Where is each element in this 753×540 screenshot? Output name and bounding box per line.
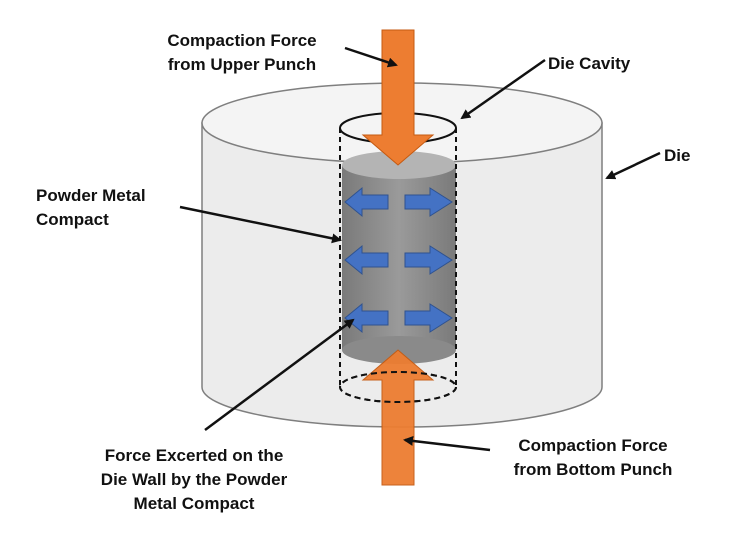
wall-force-label: Force Excerted on the Die Wall by the Po… <box>74 444 314 516</box>
upper-punch-arrow <box>361 29 435 166</box>
die-label-text: Die <box>664 146 691 165</box>
leader-lines <box>179 46 661 452</box>
compact-label-line1: Powder Metal <box>36 186 146 205</box>
wall-force-label-line1: Force Excerted on the <box>104 446 284 465</box>
leader-upper-force <box>344 46 398 68</box>
upper-force-label-line1: Compaction Force <box>167 31 317 50</box>
die-cavity-label: Die Cavity <box>548 52 630 76</box>
bottom-force-label-line1: Compaction Force <box>518 436 668 455</box>
die-label: Die <box>664 144 690 168</box>
compact-label: Powder Metal Compact <box>36 184 146 232</box>
leader-die <box>605 151 661 180</box>
wall-force-arrow-left <box>344 244 389 276</box>
bottom-punch-arrow <box>361 349 435 486</box>
die-cavity-label-text: Die Cavity <box>548 54 631 73</box>
bottom-force-label: Compaction Force from Bottom Punch <box>493 434 693 482</box>
wall-force-arrows <box>344 186 453 334</box>
leader-wall-force <box>204 318 355 432</box>
upper-force-label-line2: from Upper Punch <box>167 55 317 74</box>
leader-bottom-force <box>403 435 491 452</box>
wall-force-arrow-left <box>344 186 389 218</box>
wall-force-arrow-right <box>404 245 453 275</box>
upper-force-label: Compaction Force from Upper Punch <box>148 29 336 77</box>
wall-force-label-line3: Metal Compact <box>133 494 255 513</box>
wall-force-arrow-right <box>404 187 453 217</box>
wall-force-label-line2: Die Wall by the Powder <box>100 470 288 489</box>
compact-label-line2: Compact <box>36 210 109 229</box>
leader-die-cavity <box>460 58 546 120</box>
leader-compact <box>179 205 342 244</box>
wall-force-arrow-right <box>404 303 453 333</box>
bottom-force-label-line2: from Bottom Punch <box>513 460 673 479</box>
